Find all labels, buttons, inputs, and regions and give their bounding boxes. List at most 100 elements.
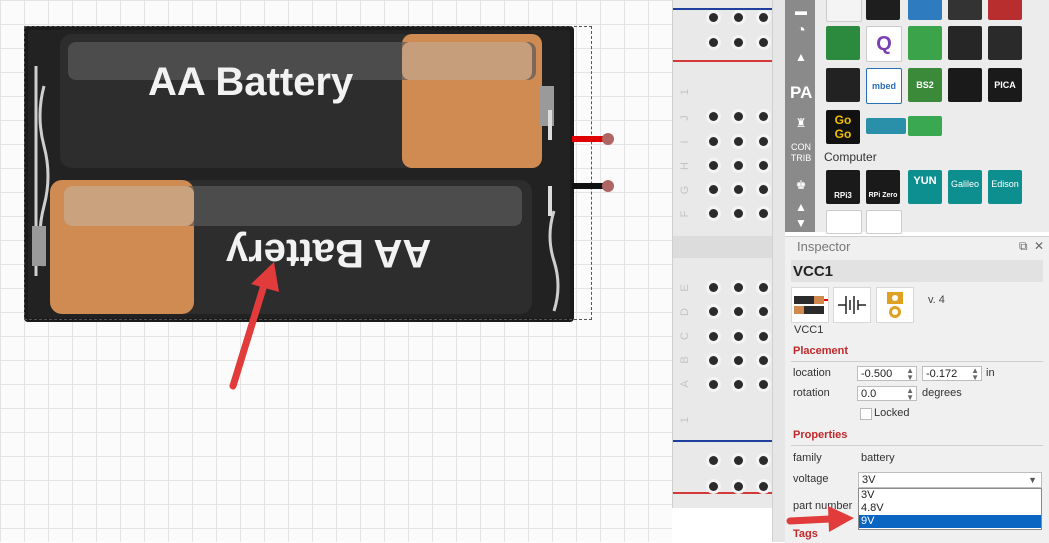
breadboard-hole[interactable] [734,380,743,389]
part-tile-yun[interactable]: YUN [908,170,942,204]
part-title[interactable]: VCC1 [793,263,834,280]
breadboard-hole[interactable] [759,307,768,316]
voltage-dropdown-list[interactable]: 3V 4.8V 9V [858,488,1042,530]
bb-row-label-i: I [679,140,691,144]
schematic-view-thumbnail[interactable] [833,287,871,323]
part-tile-board-12[interactable] [948,68,982,102]
breadboard-hole[interactable] [734,209,743,218]
part-tile-board-3[interactable] [908,0,942,20]
breadboard-hole[interactable] [734,13,743,22]
breadboard-hole[interactable] [759,161,768,170]
part-tile-pica[interactable]: PICA [988,68,1022,102]
breadboard-hole[interactable] [759,38,768,47]
breadboard-hole[interactable] [709,209,718,218]
breadboard-hole[interactable] [709,456,718,465]
breadboard-hole[interactable] [734,185,743,194]
breadboard-view-thumbnail[interactable] [791,287,829,323]
part-tile-board-10[interactable] [988,26,1022,60]
part-tile-board-15[interactable] [826,210,862,234]
location-y-spin-icon[interactable]: ▲▼ [971,366,979,382]
breadboard-hole[interactable] [709,112,718,121]
location-y-input[interactable]: -0.172 ▲▼ [922,366,982,382]
breadboard-hole[interactable] [759,13,768,22]
breadboard-hole[interactable] [734,137,743,146]
part-tile-board-8[interactable] [908,26,942,60]
breadboard-hole[interactable] [734,307,743,316]
breadboard-hole[interactable] [759,356,768,365]
breadboard-hole[interactable] [759,482,768,491]
breadboard-hole[interactable] [734,456,743,465]
breadboard-hole[interactable] [709,307,718,316]
voltage-option-9v[interactable]: 9V [859,515,1041,528]
bin-tab-icon-3[interactable]: ▲ [795,50,807,64]
location-x-spin-icon[interactable]: ▲▼ [906,366,914,382]
close-icon[interactable]: ✕ [1034,239,1045,253]
part-tile-board-1[interactable] [826,0,862,22]
location-x-input[interactable]: -0.500 ▲▼ [857,366,917,382]
rotation-input[interactable]: 0.0 ▲▼ [857,386,917,402]
bin-scroll-down-icon[interactable]: ▼ [795,216,807,230]
bin-tab-icon-1[interactable]: ▬ [795,4,807,18]
bb-row-label-f: F [679,210,691,218]
part-tile-board-11[interactable] [826,68,860,102]
part-tile-board-13[interactable] [866,118,906,134]
breadboard-hole[interactable] [759,380,768,389]
breadboard-hole[interactable] [709,185,718,194]
breadboard-hole[interactable] [734,283,743,292]
breadboard[interactable] [672,0,773,508]
bin-tab-icon-2[interactable]: ◔ [796,22,806,39]
breadboard-hole[interactable] [709,13,718,22]
part-tile-board-14[interactable] [908,116,942,136]
part-tile-board-2[interactable] [866,0,900,20]
breadboard-hole[interactable] [709,283,718,292]
rotation-spin-icon[interactable]: ▲▼ [906,386,914,402]
breadboard-hole[interactable] [734,482,743,491]
part-tile-board-7[interactable]: Q [866,26,902,62]
bin-scroll-up-icon[interactable]: ▲ [795,200,807,214]
part-tile-rpizero[interactable]: RPi Zero [866,170,900,204]
pcb-pad-icon [887,292,903,318]
bin-tab-icon-5[interactable]: ♚ [795,178,807,192]
breadboard-hole[interactable] [759,209,768,218]
breadboard-hole[interactable] [709,332,718,341]
breadboard-hole[interactable] [759,283,768,292]
part-tile-board-6[interactable] [826,26,860,60]
breadboard-hole[interactable] [759,185,768,194]
breadboard-hole[interactable] [709,482,718,491]
breadboard-hole[interactable] [734,356,743,365]
part-tile-bs2[interactable]: BS2 [908,68,942,102]
part-tile-board-16[interactable] [866,210,902,234]
voltage-option-4-8v[interactable]: 4.8V [861,502,884,514]
part-tile-gogo[interactable]: Go Go [826,110,860,144]
part-tile-galileo[interactable]: Galileo [948,170,982,204]
undock-icon[interactable]: ⧉ [1019,239,1028,253]
part-tile-rpi3[interactable]: RPi3 [826,170,860,204]
breadboard-hole[interactable] [759,112,768,121]
part-tile-edison[interactable]: Edison [988,170,1022,204]
breadboard-hole[interactable] [734,332,743,341]
canvas-scrollbar[interactable] [772,0,785,542]
part-tile-board-9[interactable] [948,26,982,60]
breadboard-hole[interactable] [709,356,718,365]
breadboard-hole[interactable] [734,161,743,170]
bin-tab-contrib[interactable]: CON TRIB [790,142,812,164]
breadboard-hole[interactable] [759,332,768,341]
breadboard-hole[interactable] [709,38,718,47]
breadboard-hole[interactable] [709,380,718,389]
part-tile-board-4[interactable] [948,0,982,20]
pcb-view-thumbnail[interactable] [876,287,914,323]
bin-tab-pa[interactable]: PA [790,83,813,102]
breadboard-hole[interactable] [734,38,743,47]
breadboard-hole[interactable] [709,137,718,146]
breadboard-hole[interactable] [709,161,718,170]
part-tile-mbed[interactable]: mbed [866,68,902,104]
bin-tab-icon-4[interactable]: ♜ [795,116,807,130]
voltage-select[interactable]: 3V ▼ [858,472,1042,488]
part-tile-board-5[interactable] [988,0,1022,20]
locked-checkbox[interactable] [860,408,872,420]
voltage-option-3v[interactable]: 3V [861,489,875,501]
breadboard-hole[interactable] [759,137,768,146]
battery-pack-part[interactable] [24,26,594,322]
breadboard-hole[interactable] [759,456,768,465]
breadboard-hole[interactable] [734,112,743,121]
